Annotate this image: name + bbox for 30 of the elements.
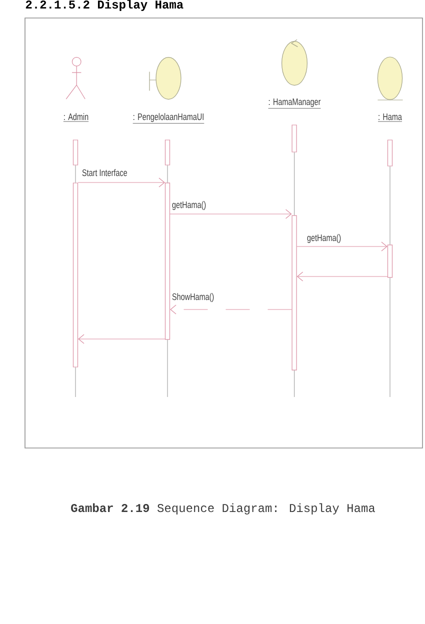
object-name: : Admin: [63, 113, 89, 122]
message-arrow: [78, 334, 166, 344]
activation-bar: [292, 124, 297, 152]
figure-caption: Gambar 2.19 Sequence Diagram: Display Hama: [71, 503, 375, 514]
activation-bar: [72, 182, 78, 368]
activation-bar: [72, 140, 78, 166]
activation-bar: [164, 182, 170, 340]
lifeline: [167, 339, 168, 398]
message-label: ShowHama(): [171, 292, 215, 303]
lifeline: [294, 152, 295, 216]
message-label: Start Interface: [81, 168, 128, 177]
lifeline: [167, 165, 168, 183]
message-arrow: [170, 209, 292, 219]
message-arrow: [170, 304, 292, 314]
heading: 2.2.1.5.2 Display Hama: [26, 0, 184, 11]
lifeline: [294, 370, 295, 398]
activation-bar: [387, 140, 393, 166]
activation-bar: [387, 244, 393, 278]
object-name: : PengelolaanHamaUI: [132, 113, 204, 124]
lifeline: [75, 367, 76, 398]
object-name: : Hama: [378, 113, 402, 122]
message-arrow: [78, 178, 165, 188]
message-arrow: [296, 242, 388, 252]
message-label: getHama(): [171, 200, 207, 211]
message-label: getHama(): [306, 233, 342, 244]
activation-bar: [164, 140, 170, 166]
activation-bar: [292, 215, 297, 370]
message-arrow: [296, 272, 388, 282]
lifeline: [75, 165, 76, 183]
object-name: : HamaManager: [268, 98, 321, 109]
